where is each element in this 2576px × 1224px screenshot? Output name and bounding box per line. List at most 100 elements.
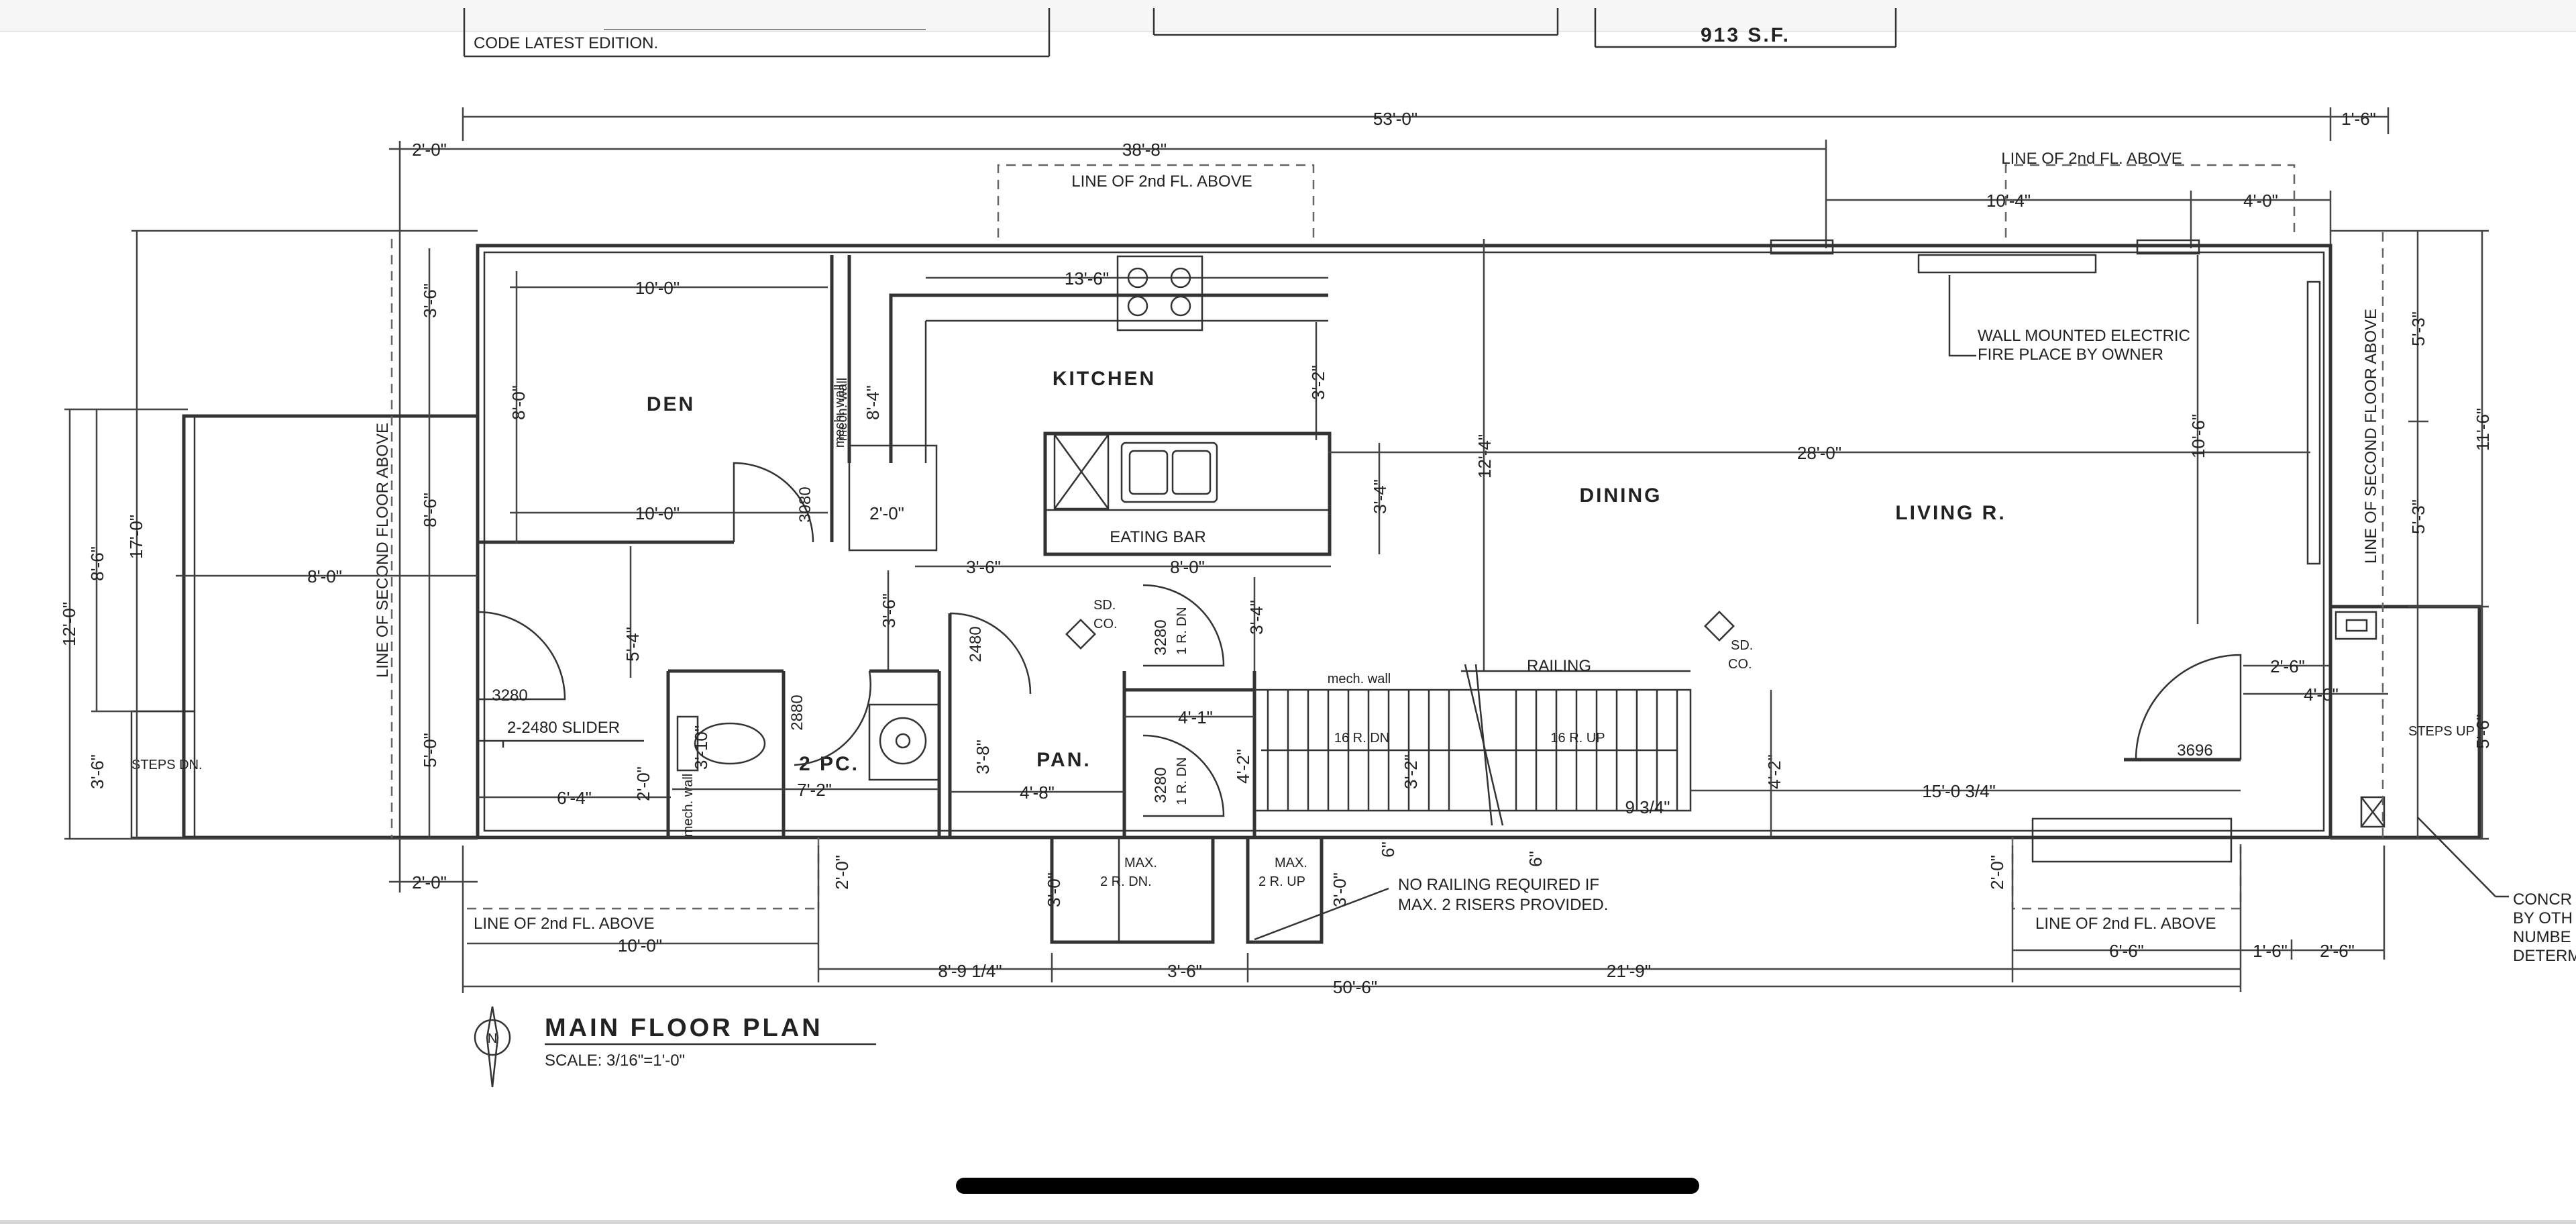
core-rooms: 2880 mech. wall 3'-10" 2'-0" 2 PC. 7'-2"… [633, 577, 1267, 837]
vanity-icon [868, 703, 941, 781]
line-2nd-fl-top-left: LINE OF 2nd FL. ABOVE [1071, 172, 1252, 191]
dim-stair-3-4: 3'-4" [1246, 600, 1267, 635]
steps-dn-label: STEPS DN. [131, 758, 203, 772]
concrete-note-1: CONCR [2513, 890, 2572, 909]
dim-living-10-6: 10'-6" [2188, 414, 2208, 458]
powder-label: 2 PC. [799, 753, 859, 775]
dim-wc-3-10: 3'-10" [691, 725, 711, 770]
dim-bot-6-a: 6" [1378, 842, 1398, 858]
dim-den-8-0: 8'-0" [508, 385, 529, 420]
no-railing-note-1: NO RAILING REQUIRED IF [1398, 876, 1599, 894]
dim-den-3-6: 3'-6" [420, 283, 440, 318]
north-label: N [488, 1031, 497, 1046]
line-second-floor-left: LINE OF SECOND FLOOR ABOVE [374, 423, 392, 678]
dining-label: DINING [1580, 484, 1662, 507]
dim-top-1-6: 1'-6" [2341, 109, 2376, 129]
top-dimensions: 53'-0" 1'-6" 38'-8" 2'-0" 10'-4" 4'-0" [389, 107, 2390, 892]
r-dn-label-2: 1 R. DN [1175, 757, 1189, 805]
kitchen-label: KITCHEN [1053, 368, 1156, 390]
smoke-detector-icon [1704, 611, 1735, 642]
dim-38-8: 38'-8" [1122, 140, 1167, 160]
dim-bot-2-6: 2'-6" [2320, 941, 2355, 961]
dim-kitchen-3-2: 3'-2" [1308, 365, 1328, 400]
door-2480: 2480 [967, 626, 985, 662]
kitchen-room: 2'-0" 13'-6" 8'-4" mech. wall KITCHEN 3'… [835, 255, 1390, 671]
title-block-left: CODE LATEST EDITION. [463, 8, 1051, 58]
den-door-3080: 3080 [796, 487, 814, 522]
dim-stair-15-0: 15'-0 3/4" [1922, 781, 1996, 801]
dim-stair-4-2: 4'-2" [1764, 754, 1784, 789]
sd-label-1a: SD. [1093, 598, 1116, 613]
dim-bot-3-0-a: 3'-0" [1044, 872, 1064, 907]
cooktop-icon [1116, 255, 1203, 332]
dim-right-5-3-b: 5'-3" [2408, 499, 2428, 534]
dim-den-8-6: 8'-6" [420, 493, 440, 527]
left-porch: LINE OF SECOND FLOOR ABOVE STEPS DN. 8'-… [130, 239, 478, 839]
mech-wall-label-1: mech. wall [833, 385, 847, 448]
living-label: LIVING R. [1895, 502, 2006, 524]
railing-label: RAILING [1527, 657, 1591, 675]
line-2nd-fl-bot-right: LINE OF 2nd FL. ABOVE [2035, 915, 2216, 933]
dim-right-5-3-a: 5'-3" [2408, 311, 2428, 346]
r-up-16-label: 16 R. UP [1550, 731, 1605, 746]
dim-left-3-6: 3'-6" [87, 754, 107, 789]
dim-bot-1-6: 1'-6" [2253, 941, 2288, 961]
dim-living-28-0: 28'-0" [1797, 443, 1841, 463]
fireplace-note-2: FIRE PLACE BY OWNER [1978, 346, 2163, 364]
dim-bot-21-9: 21'-9" [1607, 961, 1651, 981]
dim-bot-6-6: 6'-6" [2109, 941, 2144, 961]
area-block: 913 S.F. [1594, 8, 1897, 48]
toilet-icon [676, 715, 766, 772]
door-3280-b: 3280 [1152, 767, 1170, 803]
line-second-floor-right: LINE OF SECOND FLOOR ABOVE [2362, 309, 2380, 564]
dim-right-5-6: 5'-6" [2473, 714, 2493, 749]
dim-bot-3-6: 3'-6" [1167, 961, 1202, 981]
dim-bar-2-0: 2'-0" [869, 503, 904, 523]
dim-stair-9-3-4: 9 3/4" [1625, 797, 1670, 817]
rear-door-3696: 3696 [2177, 742, 2212, 760]
door-2880: 2880 [788, 695, 806, 730]
dim-bot-2-0-right: 2'-0" [1987, 855, 2007, 890]
right-side: LINE OF SECOND FLOOR ABOVE STEPS UP 5'-3… [2328, 230, 2576, 965]
home-indicator-bar[interactable] [956, 1178, 1699, 1194]
max-2r-up-b: 2 R. UP [1258, 874, 1305, 889]
max-2r-dn-b: 2 R. DN. [1100, 874, 1152, 889]
dim-pan-3-8: 3'-8" [973, 740, 993, 774]
entry-door-3280: 3280 [492, 686, 527, 705]
dim-right-11-6: 11'-6" [2473, 408, 2493, 451]
north-arrow-icon: N [474, 1006, 511, 1088]
dim-wc-2-0: 2'-0" [633, 766, 653, 801]
dim-left-17-0: 17'-0" [126, 515, 146, 559]
dim-left-8-6: 8'-6" [87, 546, 107, 581]
concrete-note-4: DETERM [2513, 947, 2576, 965]
dim-den-10-0-top: 10'-0" [635, 278, 680, 298]
viewer-top-bar [0, 0, 2576, 32]
dim-bot-50-6: 50'-6" [1333, 977, 1377, 997]
dim-pan-4-8: 4'-8" [1020, 782, 1055, 803]
plan-title-block: N MAIN FLOOR PLAN SCALE: 3/16"=1'-0" [474, 1006, 876, 1088]
line-2nd-fl-top-right: LINE OF 2nd FL. ABOVE [2001, 150, 2182, 168]
dim-door-2-6: 2'-6" [2270, 656, 2305, 676]
mech-wall-label-3: mech. wall [681, 774, 696, 837]
smoke-detector-icon [1065, 619, 1096, 650]
den-label: DEN [647, 393, 695, 415]
max-2r-up-a: MAX. [1275, 856, 1307, 870]
concrete-note-3: NUMBE [2513, 928, 2571, 946]
bottom-dimensions: 2'-0" 2'-0" 2'-0" 10'-0" 8'-9 1/4" 3'-6"… [389, 846, 2385, 997]
dim-wc-6-4: 6'-4" [557, 788, 592, 808]
plan-scale: SCALE: 3/16"=1'-0" [545, 1052, 685, 1070]
r-dn-label-1: 1 R. DN [1175, 607, 1189, 654]
line-2nd-fl-bot-left: LINE OF 2nd FL. ABOVE [474, 915, 654, 933]
second-floor-outline-bottom: LINE OF 2nd FL. ABOVE LINE OF 2nd FL. AB… [467, 817, 2242, 933]
dining-living-area: 12'-4" 28'-0" 10'-6" DINING LIVING R. WA… [1328, 239, 2388, 762]
door-3280-a: 3280 [1152, 619, 1170, 655]
dim-kitchen-13-6: 13'-6" [1065, 268, 1109, 289]
no-railing-note-2: MAX. 2 RISERS PROVIDED. [1398, 896, 1608, 914]
dim-left-2-0-top: 2'-0" [412, 140, 447, 160]
dim-den-5-0: 5'-0" [420, 733, 440, 768]
dim-bot-3-0-b: 3'-0" [1330, 872, 1350, 907]
sink-icon [1120, 442, 1218, 503]
dim-den-5-4: 5'-4" [623, 627, 643, 662]
stairs: 16 R. DN 16 R. UP mech. wall RAILING 3'-… [1253, 657, 2241, 837]
